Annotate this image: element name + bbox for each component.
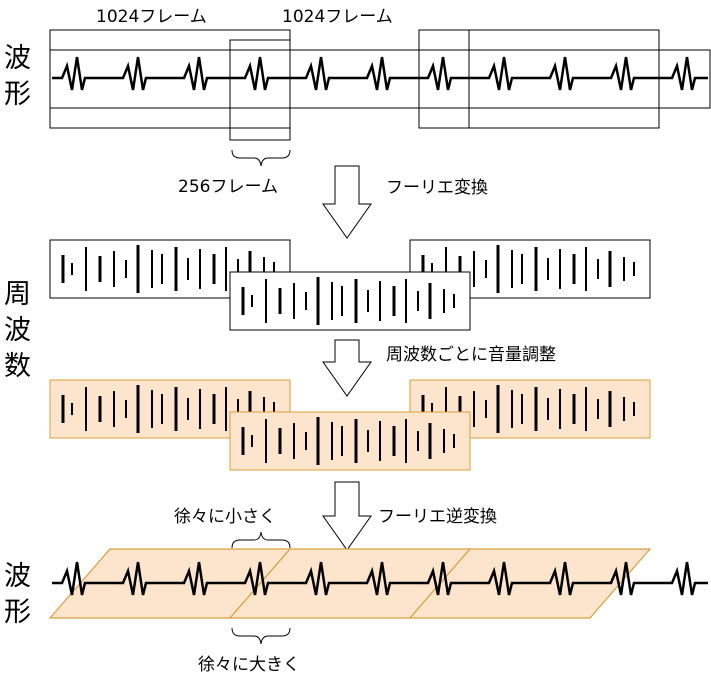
frame-label-1024-a: 1024フレーム [96, 7, 207, 27]
label-fade-out: 徐々に小さく [174, 507, 276, 527]
brace-fade-in [231, 627, 291, 645]
waveform-band [49, 49, 711, 109]
brace-fade-out [231, 531, 291, 549]
label-volume: 周波数ごとに音量調整 [386, 345, 556, 365]
side-label-waveform-2: 形 [4, 79, 31, 110]
side-label-frequency-2: 波 [4, 315, 31, 346]
reconstructed-waveform [52, 561, 708, 596]
spectrum-frame-2 [229, 271, 471, 331]
side-label-waveform-bottom-2: 形 [4, 597, 31, 628]
side-label-waveform-bottom-1: 波 [4, 561, 31, 592]
label-fade-in: 徐々に大きく [198, 655, 300, 675]
adjusted-frame-2 [229, 411, 471, 471]
brace-256 [231, 149, 291, 167]
arrow-down-ifft [322, 481, 372, 551]
arrow-down-volume [322, 339, 372, 397]
arrow-down-fft [322, 165, 372, 239]
spectrum-frame-1 [49, 239, 291, 299]
frame-label-1024-b: 1024フレーム [282, 7, 393, 27]
waveform-signal [52, 56, 708, 91]
frame-box-256-a [229, 39, 291, 141]
frame-label-256: 256フレーム [178, 177, 278, 197]
side-label-waveform-1: 波 [4, 43, 31, 74]
label-fft: フーリエ変換 [386, 178, 488, 198]
waveform-row-top [49, 29, 711, 141]
side-label-frequency-1: 周 [4, 279, 31, 310]
label-ifft: フーリエ逆変換 [378, 507, 497, 527]
side-label-frequency-3: 数 [4, 351, 31, 382]
